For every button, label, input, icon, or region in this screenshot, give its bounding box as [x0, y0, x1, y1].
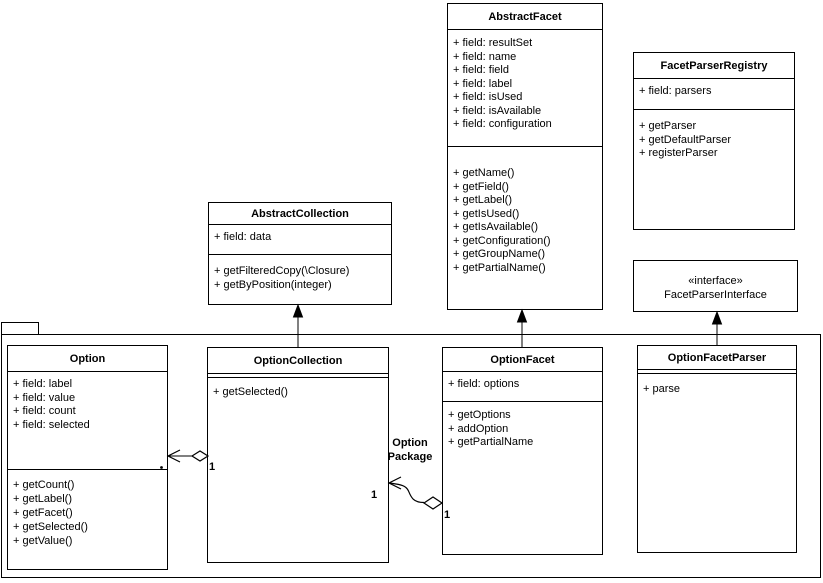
- method-row: + getByPosition(integer): [214, 278, 332, 291]
- method-row: + addOption: [448, 422, 509, 435]
- attributes-compartment: + field: data: [209, 224, 391, 254]
- methods-compartment: + getSelected(): [208, 377, 388, 562]
- method-row: + getFacet(): [13, 506, 73, 519]
- method-row: + getParser: [639, 120, 697, 132]
- association-label-line2: Package: [387, 451, 433, 463]
- attribute-row: + field: value: [13, 391, 76, 404]
- attributes-compartment: + field: label + field: value + field: c…: [8, 371, 167, 469]
- method-row: + getSelected(): [213, 386, 288, 398]
- method-row: + getConfiguration(): [453, 234, 551, 247]
- attribute-row: + field: isUsed: [453, 91, 523, 103]
- method-row: + getIsUsed(): [453, 207, 520, 220]
- association-label-line1: Option: [392, 437, 428, 449]
- attributes-compartment: [638, 369, 796, 373]
- interface-stereotype: «interface»: [688, 275, 743, 287]
- class-facet-parser-registry: FacetParserRegistry + field: parsers + g…: [633, 52, 795, 230]
- class-option-collection: OptionCollection + getSelected(): [207, 347, 389, 563]
- method-row: + getCount(): [13, 479, 75, 491]
- class-title: AbstractFacet: [488, 10, 562, 23]
- attributes-compartment: + field: parsers: [634, 78, 794, 109]
- attribute-row: + field: name: [453, 50, 517, 63]
- method-row: + getPartialName: [448, 436, 534, 448]
- method-row: + registerParser: [639, 147, 718, 159]
- class-title: OptionFacetParser: [667, 351, 767, 364]
- class-abstract-facet: AbstractFacet + field: resultSet + field…: [447, 3, 603, 310]
- attribute-row: + field: label: [13, 378, 73, 390]
- attribute-row: + field: resultSet: [453, 37, 533, 49]
- interface-name: FacetParserInterface: [664, 288, 767, 301]
- method-row: + getPartialName(): [453, 261, 546, 274]
- methods-compartment: + parse: [638, 373, 796, 552]
- methods-compartment: + getCount() + getLabel() + getFacet() +…: [8, 469, 167, 569]
- attribute-row: + field: label: [453, 77, 513, 90]
- attribute-row: + field: configuration: [453, 118, 552, 130]
- attribute-row: + field: count: [13, 405, 76, 418]
- class-title: OptionFacet: [490, 353, 555, 366]
- attributes-compartment: + field: options: [443, 371, 602, 401]
- class-option: Option + field: label + field: value + f…: [7, 345, 168, 570]
- class-title: Option: [69, 352, 106, 365]
- class-title: AbstractCollection: [251, 207, 349, 220]
- method-row: + getLabel(): [453, 194, 513, 206]
- methods-compartment: + getOptions + addOption + getPartialNam…: [443, 401, 602, 554]
- attribute-row: + field: field: [453, 64, 509, 76]
- interface-facet-parser-interface: «interface» FacetParserInterface: [633, 260, 798, 312]
- methods-compartment: + getFilteredCopy(\Closure) + getByPosit…: [209, 254, 391, 304]
- attribute-row: + field: data: [214, 231, 272, 243]
- methods-compartment: + getName() + getField() + getLabel() + …: [448, 146, 602, 309]
- methods-compartment: + getParser + getDefaultParser + registe…: [634, 109, 794, 229]
- method-row: + getName(): [453, 167, 515, 179]
- class-title: OptionCollection: [253, 354, 343, 367]
- class-abstract-collection: AbstractCollection + field: data + getFi…: [208, 202, 392, 305]
- multiplicity-label: 1: [209, 461, 216, 473]
- class-title: FacetParserRegistry: [660, 59, 768, 72]
- method-row: + getGroupName(): [453, 248, 546, 260]
- attributes-compartment: + field: resultSet + field: name + field…: [448, 29, 602, 146]
- attributes-compartment: [208, 373, 388, 377]
- multiplicity-label: 1: [444, 509, 451, 521]
- attribute-row: + field: options: [448, 378, 520, 390]
- method-row: + getField(): [453, 180, 509, 193]
- method-row: + getIsAvailable(): [453, 221, 539, 233]
- method-row: + parse: [643, 383, 680, 395]
- method-row: + getValue(): [13, 534, 73, 547]
- method-row: + getSelected(): [13, 520, 88, 533]
- method-row: + getLabel(): [13, 492, 73, 505]
- method-row: + getOptions: [448, 409, 511, 421]
- class-option-facet-parser: OptionFacetParser + parse: [637, 345, 797, 553]
- method-row: + getDefaultParser: [639, 133, 732, 146]
- attribute-row: + field: selected: [13, 418, 90, 431]
- multiplicity-label: 1: [371, 489, 378, 501]
- attribute-row: + field: parsers: [639, 85, 712, 97]
- class-option-facet: OptionFacet + field: options + getOption…: [442, 347, 603, 555]
- method-row: + getFilteredCopy(\Closure): [214, 265, 350, 277]
- attribute-row: + field: isAvailable: [453, 104, 542, 117]
